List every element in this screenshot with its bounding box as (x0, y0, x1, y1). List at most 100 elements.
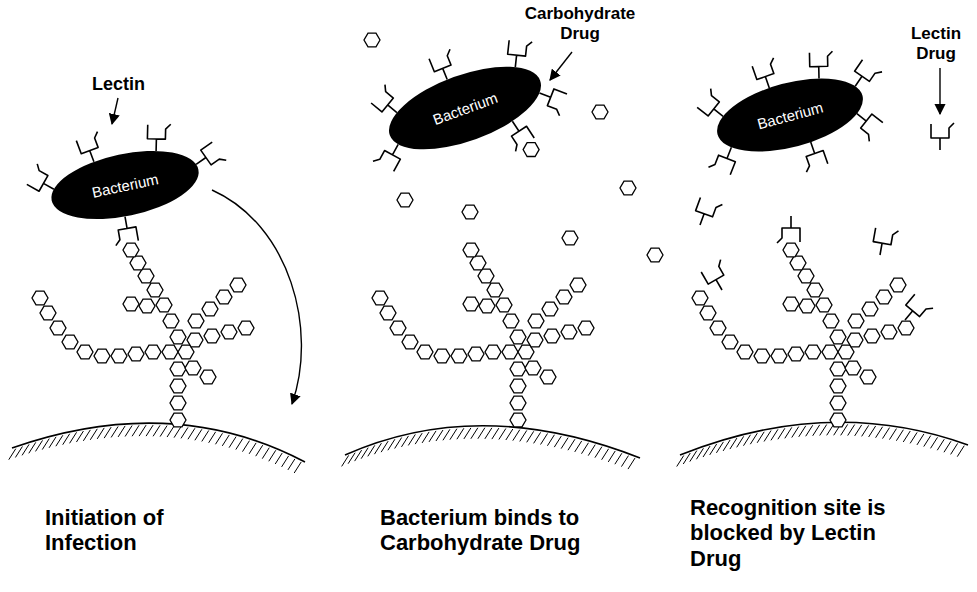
surface-hatch (275, 453, 282, 464)
surface-hatch (464, 428, 471, 439)
surface-hatch (910, 432, 917, 443)
surface-hatch (520, 430, 527, 441)
lectin (111, 215, 138, 246)
sugar-ring (798, 269, 814, 283)
sugar-ring (77, 345, 93, 359)
part-label: Carbohydrate Drug (515, 4, 645, 43)
surface-hatch (937, 439, 944, 450)
sugar-ring (898, 321, 914, 335)
sugar-ring (561, 325, 577, 339)
sugar-ring (823, 314, 839, 328)
sugar-ring (799, 299, 815, 313)
sugar-ring (123, 243, 139, 257)
surface-hatch (355, 450, 362, 461)
sugar-ring (790, 256, 806, 270)
surface-hatch (70, 432, 77, 443)
surface-hatch (615, 453, 622, 464)
surface-hatch (903, 431, 910, 442)
surface-hatch (820, 425, 827, 436)
sugar-ring (830, 396, 846, 410)
lectin-drug (898, 294, 933, 329)
lectin (809, 51, 833, 78)
surface-hatch (22, 444, 29, 455)
surface-hatch (188, 428, 195, 439)
surface-hatch (450, 429, 457, 440)
surface-hatch (429, 431, 436, 442)
lectin-drug (692, 197, 723, 230)
sugar-ring (542, 302, 558, 316)
surface-hatch (588, 445, 595, 456)
surface-hatch (471, 428, 478, 439)
surface-hatch (944, 441, 951, 452)
carbohydrate-drug (397, 193, 413, 207)
surface-hatch (348, 453, 355, 464)
sugar-ring (123, 297, 139, 311)
sugar-ring (130, 256, 146, 270)
surface-hatch (408, 434, 415, 445)
sugar-ring (170, 413, 186, 427)
surface-hatch (737, 436, 744, 447)
carbohydrate-drug (523, 143, 539, 157)
carbohydrate-drug (620, 181, 636, 195)
bacterium-cell: Bacterium (45, 139, 205, 231)
surface-hatch (862, 425, 869, 436)
surface-hatch (269, 450, 276, 461)
surface-hatch (554, 436, 561, 447)
surface-hatch (388, 439, 395, 450)
panel-caption: Recognition site is blocked by Lectin Dr… (690, 495, 895, 571)
sugar-ring (822, 345, 838, 359)
sugar-ring (62, 335, 78, 349)
sugar-ring (807, 283, 823, 297)
sugar-ring (128, 347, 144, 361)
sugar-ring (556, 290, 572, 304)
surface-hatch (256, 445, 263, 456)
surface-hatch (595, 447, 602, 458)
surface-hatch (368, 445, 375, 456)
sugar-ring (202, 302, 218, 316)
sugar-ring (830, 413, 846, 427)
surface-hatch (683, 453, 690, 464)
surface-hatch (42, 439, 49, 450)
sugar-ring (847, 333, 863, 347)
motion-arrow (212, 190, 301, 404)
cell-label: Bacterium (755, 98, 825, 132)
sugar-ring (200, 370, 216, 384)
sugar-ring (402, 335, 418, 349)
pointer-arrow (550, 52, 572, 80)
cell-surface (12, 423, 305, 462)
surface-hatch (104, 427, 111, 438)
surface-hatch (951, 443, 958, 454)
sugar-ring (216, 290, 232, 304)
surface-hatch (118, 426, 125, 437)
surface-hatch (917, 434, 924, 445)
surface-hatch (575, 441, 582, 452)
panel-caption: Initiation of Infection (45, 505, 245, 556)
surface-hatch (443, 429, 450, 440)
sugar-ring (162, 345, 178, 359)
sugar-ring (816, 298, 832, 312)
cell-surface (680, 422, 968, 455)
surface-hatch (215, 433, 222, 444)
surface-hatch (422, 432, 429, 443)
surface-hatch (401, 436, 408, 447)
sugar-ring (805, 345, 821, 359)
surface-hatch (262, 448, 269, 459)
sugar-ring (783, 243, 799, 257)
surface-hatch (146, 425, 153, 436)
sugar-ring (187, 333, 203, 347)
sugar-ring (502, 345, 518, 359)
sugar-ring (496, 298, 512, 312)
sugar-ring (380, 306, 396, 320)
sugar-ring (754, 349, 770, 363)
sugar-ring (487, 283, 503, 297)
surface-hatch (209, 432, 216, 443)
sugar-ring (417, 345, 433, 359)
surface-hatch (534, 432, 541, 443)
surface-hatch (924, 436, 931, 447)
surface-hatch (561, 438, 568, 449)
surface-hatch (478, 428, 485, 439)
surface-hatch (716, 442, 723, 453)
pointer-arrow (939, 68, 940, 114)
surface-hatch (229, 437, 236, 448)
sugar-ring (390, 321, 406, 335)
